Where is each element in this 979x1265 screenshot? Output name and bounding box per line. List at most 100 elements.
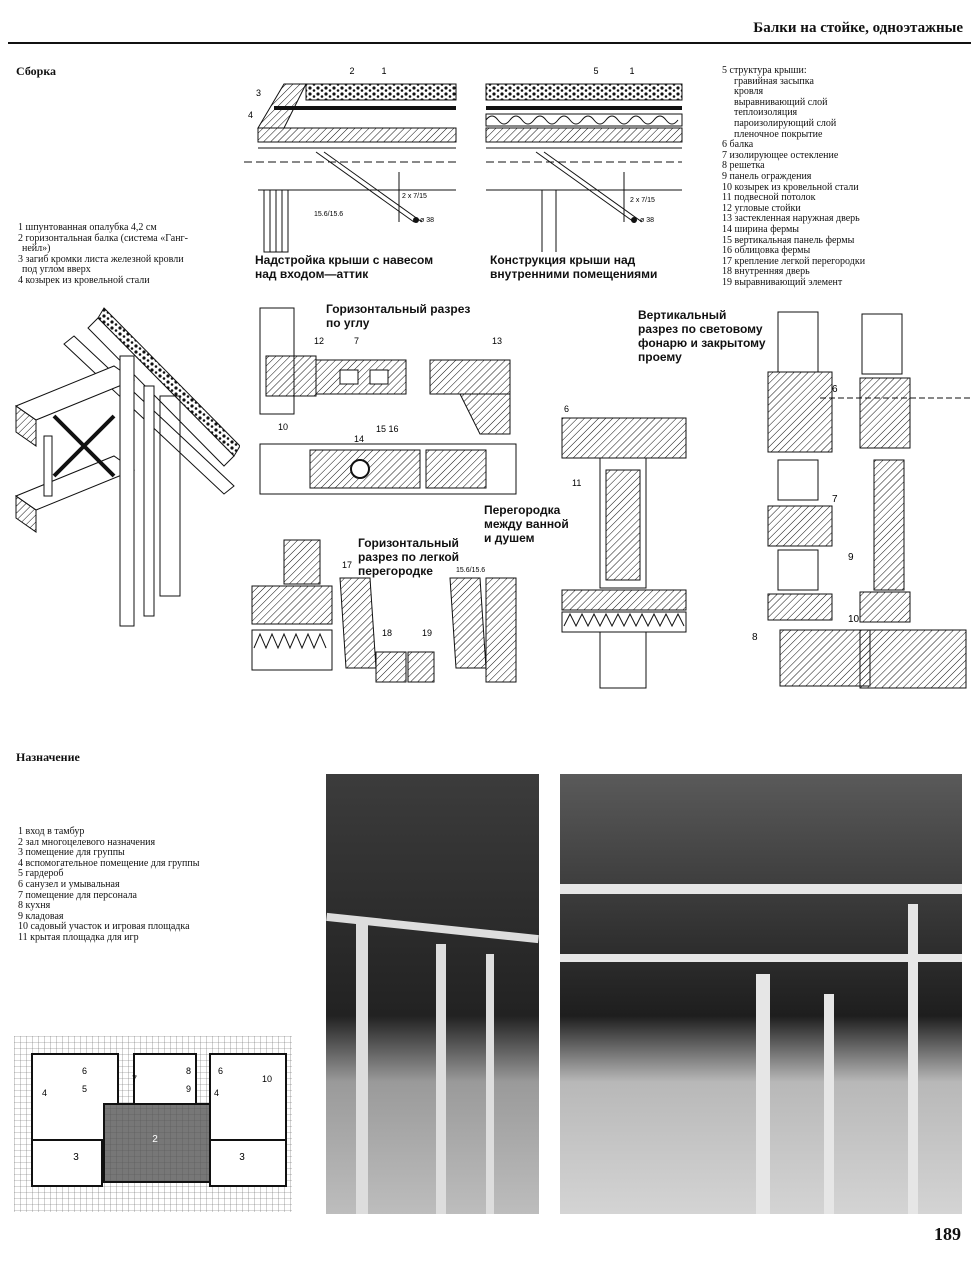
drawing-skylight-vertical-section: 6 7 9 10 8 — [752, 311, 970, 689]
svg-text:9: 9 — [848, 552, 854, 563]
caption-canopy: Надстройка крыши с навесом над входом—ат… — [255, 253, 433, 281]
caption-line: разрез по световому — [638, 322, 763, 336]
section-purpose-title: Назначение — [16, 750, 80, 764]
svg-text:14: 14 — [354, 434, 364, 444]
post-dimension-label: 15.6/15.6 — [456, 567, 485, 574]
svg-text:7: 7 — [132, 1074, 137, 1084]
drawing-axonometric-assembly — [14, 307, 240, 627]
roof-legend-item: теплоизоляция — [734, 107, 798, 119]
svg-text:7: 7 — [832, 494, 838, 505]
svg-text:1: 1 — [629, 66, 634, 76]
roof-legend-item: выравнивающий слой — [734, 96, 828, 108]
roof-legend-item: 6 балка — [722, 139, 754, 151]
purpose-legend-item: 10 садовый участок и игровая площадка — [18, 921, 190, 933]
roof-legend-item: 7 изолирующее остекление — [722, 149, 839, 161]
svg-text:10: 10 — [848, 614, 860, 625]
purpose-legend-item: 4 вспомогательное помещение для группы — [18, 857, 200, 869]
page-header-title: Балки на стойке, одноэтажные — [753, 20, 963, 36]
drawing-interior-roof-section: 5 1 2 x 7/15 ø 38 — [485, 66, 683, 252]
purpose-legend-item: 6 санузел и умывальная — [18, 878, 120, 890]
drawing-canopy-roof-section: 2 1 3 4 2 x 7/15 15.6/15.6 ø 38 — [244, 66, 457, 253]
assembly-legend-item: под углом вверх — [22, 264, 91, 276]
caption-interior: Конструкция крыши над внутренними помеще… — [490, 253, 657, 281]
beam-dimension-label: 2 x 7/15 — [630, 197, 655, 204]
svg-text:1: 1 — [381, 66, 386, 76]
svg-text:17: 17 — [342, 560, 352, 570]
photo-post — [486, 954, 494, 1214]
svg-text:8: 8 — [186, 1066, 191, 1076]
roof-legend-item: 10 козырек из кровельной стали — [722, 181, 859, 193]
roof-legend-item: 9 панель ограждения — [722, 170, 812, 182]
caption-skylight: Вертикальный разрез по световому фонарю … — [638, 308, 766, 364]
photo-post — [436, 944, 446, 1214]
svg-text:3: 3 — [73, 1152, 79, 1163]
svg-text:8: 8 — [752, 632, 758, 643]
roof-legend-item: 12 угловые стойки — [722, 202, 801, 214]
caption-line: над входом—аттик — [255, 267, 369, 281]
svg-text:10: 10 — [262, 1074, 272, 1084]
roof-legend-item: 17 крепление легкой перегородки — [722, 255, 866, 267]
svg-text:10: 10 — [278, 422, 288, 432]
caption-line: фонарю и закрытому — [638, 336, 766, 350]
assembly-legend-item: 2 горизонтальная балка (система «Ганг- — [18, 232, 188, 244]
svg-text:3: 3 — [239, 1152, 245, 1163]
drawing-corner-horizontal-section: 12 7 13 10 14 15 16 — [259, 307, 517, 495]
roof-legend-item: 13 застекленная наружная дверь — [722, 213, 860, 225]
svg-text:19: 19 — [422, 628, 432, 638]
purpose-legend: 1 вход в тамбур 2 зал многоцелевого назн… — [18, 826, 200, 944]
svg-text:6: 6 — [564, 404, 569, 414]
roof-legend-item: 16 облицовка фермы — [722, 245, 811, 257]
caption-line: и душем — [484, 531, 535, 545]
svg-text:7: 7 — [354, 336, 359, 346]
roof-legend-item: 18 внутренняя дверь — [722, 266, 810, 278]
caption-line: Конструкция крыши над — [490, 253, 636, 267]
caption-line: проему — [638, 350, 682, 364]
caption-line: Вертикальный — [638, 308, 727, 322]
caption-corner: Горизонтальный разрез по углу — [326, 302, 470, 330]
caption-line: Горизонтальный разрез — [326, 302, 471, 316]
caption-bath-partition: Перегородка между ванной и душем — [484, 503, 569, 545]
caption-line: Горизонтальный — [358, 536, 459, 550]
svg-text:4: 4 — [248, 110, 253, 120]
page-number: 189 — [934, 1224, 961, 1244]
roof-legend-item: пароизолирующий слой — [734, 117, 837, 129]
photo-colonnade — [326, 774, 539, 1214]
rod-dimension-label: ø 38 — [420, 217, 434, 224]
svg-text:2: 2 — [349, 66, 354, 76]
roof-legend-item: 14 ширина фермы — [722, 223, 800, 235]
svg-text:15 16: 15 16 — [376, 424, 399, 434]
assembly-legend: 1 шпунтованная опалубка 4,2 см 2 горизон… — [18, 222, 188, 287]
caption-line: внутренними помещениями — [490, 267, 658, 281]
photo-post — [908, 904, 918, 1214]
beam-dimension-label: 2 x 7/15 — [402, 193, 427, 200]
svg-text:5: 5 — [82, 1084, 87, 1094]
svg-text:5: 5 — [593, 66, 598, 76]
svg-text:2: 2 — [152, 1134, 158, 1145]
caption-line: Надстройка крыши с навесом — [255, 253, 434, 267]
purpose-legend-item: 11 крытая площадка для игр — [18, 931, 139, 943]
roof-legend-item: пленочное покрытие — [734, 128, 823, 140]
svg-text:12: 12 — [314, 336, 324, 346]
svg-text:3: 3 — [256, 88, 261, 98]
svg-text:6: 6 — [218, 1066, 223, 1076]
photo-post — [356, 924, 368, 1214]
roof-legend-item: 5 структура крыши: — [722, 65, 807, 76]
rod-dimension-label: ø 38 — [640, 217, 654, 224]
caption-line: перегородке — [358, 564, 433, 578]
photo-post — [756, 974, 770, 1214]
caption-line: между ванной — [484, 517, 569, 531]
post-dimension-label: 15.6/15.6 — [314, 211, 343, 218]
photo-beam — [560, 954, 962, 962]
section-assembly-title: Сборка — [16, 64, 57, 78]
assembly-legend-item: 3 загиб кромки листа железной кровли — [18, 253, 184, 265]
photo-beam — [560, 884, 962, 894]
photo-post — [824, 994, 834, 1214]
purpose-legend-item: 1 вход в тамбур — [18, 826, 85, 837]
caption-line: по углу — [326, 316, 370, 330]
svg-text:4: 4 — [42, 1088, 47, 1098]
purpose-legend-item: 5 гардероб — [18, 868, 64, 880]
header-rule — [8, 42, 971, 44]
roof-legend-item: 11 подвесной потолок — [722, 192, 816, 204]
svg-text:18: 18 — [382, 628, 392, 638]
caption-light-partition: Горизонтальный разрез по легкой перегоро… — [358, 536, 459, 578]
